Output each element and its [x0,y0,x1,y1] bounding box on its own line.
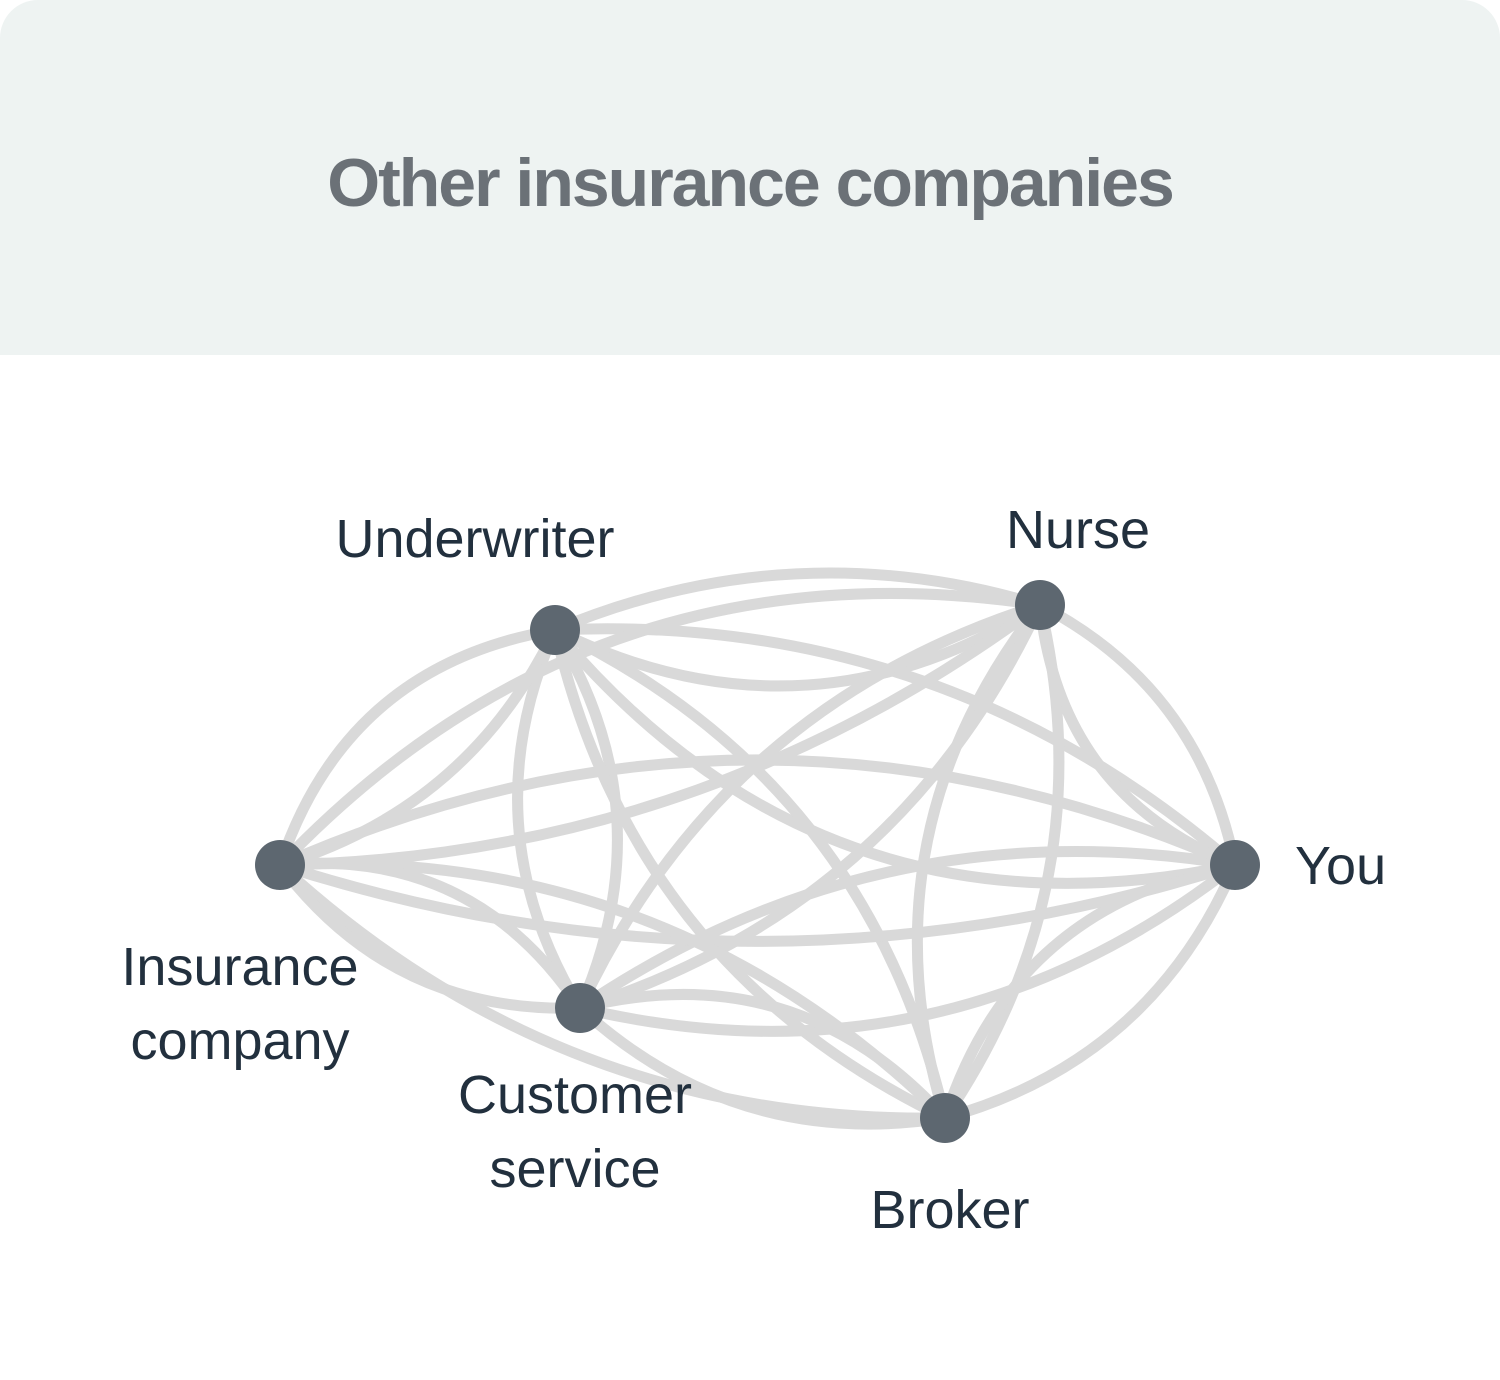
label-broker: Broker [870,1180,1029,1240]
edge-you-customer-service [574,845,1241,1014]
edge-underwriter-broker [549,624,951,1124]
edge-underwriter-broker [549,624,951,1124]
header-band: Other insurance companies [0,0,1500,355]
edge-underwriter-insurance-company [274,624,561,871]
edge-underwriter-nurse [549,567,1046,636]
node-nurse [1015,580,1065,630]
edge-underwriter-customer-service [512,624,586,1014]
label-underwriter: Underwriter [335,509,614,569]
label-you: You [1295,836,1386,896]
edge-you-insurance-company [274,754,1241,871]
page-title: Other insurance companies [327,144,1175,221]
edge-nurse-broker [911,599,1046,1124]
edge-nurse-customer-service [574,599,1046,1014]
node-underwriter [530,605,580,655]
node-broker [920,1093,970,1143]
edge-broker-insurance-company [274,859,951,1124]
edge-nurse-broker [939,599,1065,1124]
edge-nurse-insurance-company [274,587,1046,871]
node-customer-service [555,983,605,1033]
edge-customer-service-insurance-company [274,857,586,1014]
node-you [1210,840,1260,890]
edge-customer-service-insurance-company [274,859,586,1014]
edge-you-customer-service [574,859,1241,1037]
node-insurance-company [255,840,305,890]
edge-you-insurance-company [274,859,1241,947]
edge-underwriter-you [549,623,1241,871]
edge-nurse-insurance-company [274,599,1046,871]
edge-underwriter-nurse [549,599,1046,692]
label-nurse: Nurse [1006,500,1150,560]
edge-nurse-you [1034,599,1241,871]
edge-you-broker [939,859,1241,1124]
